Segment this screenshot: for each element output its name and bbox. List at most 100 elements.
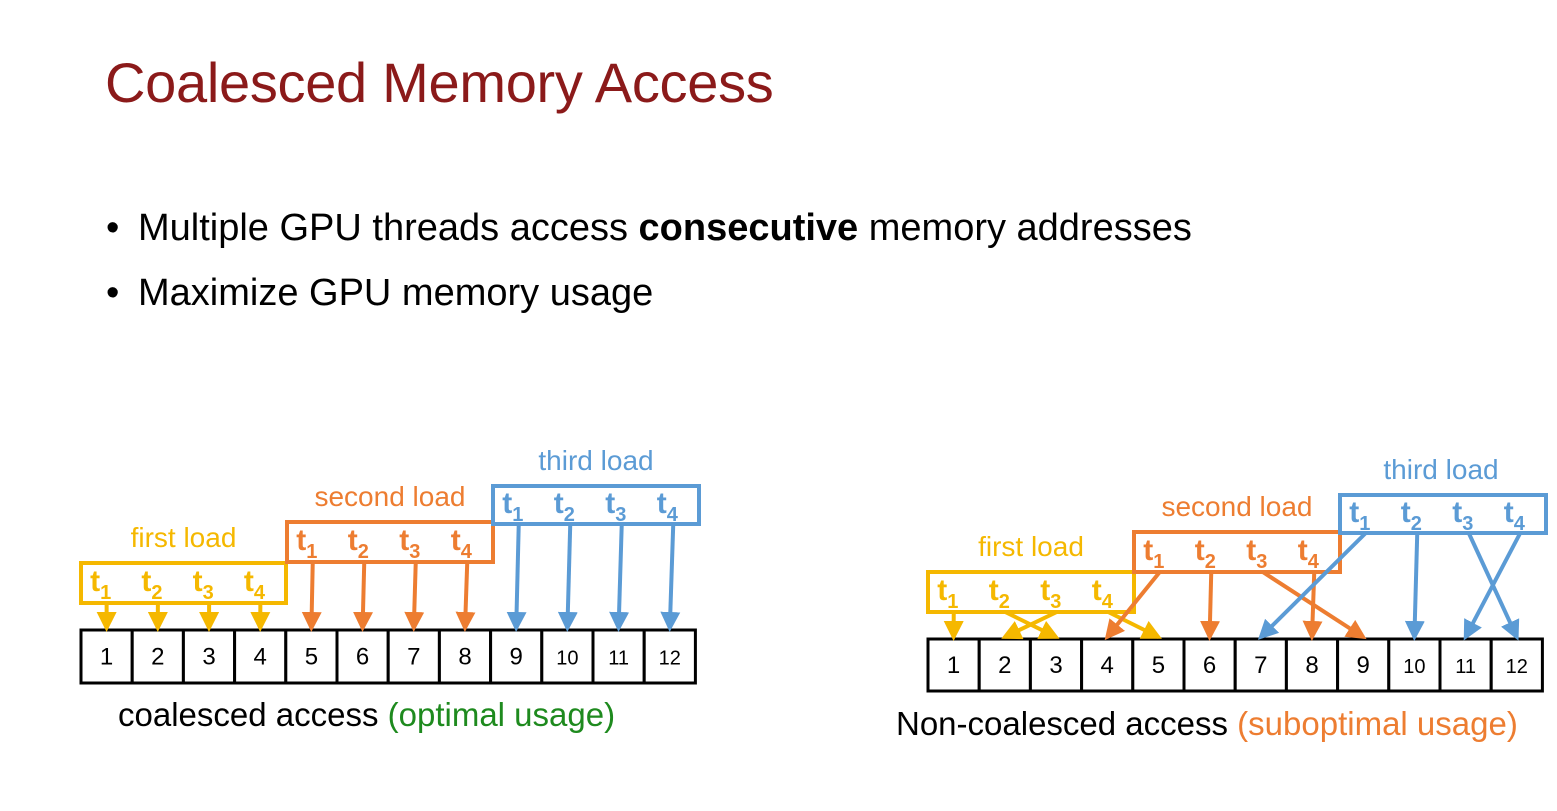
load-label: second load: [1161, 491, 1312, 522]
memory-cell-label: 2: [998, 652, 1011, 679]
thread-index: 4: [1102, 591, 1114, 613]
thread-label: t2: [348, 524, 369, 563]
thread-label: t2: [554, 487, 575, 526]
thread-index: 1: [100, 582, 111, 604]
load-box: [1338, 493, 1548, 535]
memory-cell-label: 5: [1152, 652, 1165, 679]
thread-label: t4: [244, 565, 266, 604]
load-box: [491, 484, 701, 526]
memory-cell-label: 3: [1049, 652, 1062, 679]
thread-index: 3: [409, 541, 420, 563]
thread-label: t1: [90, 565, 111, 604]
memory-cell-label: 7: [1254, 652, 1267, 679]
thread-index: 2: [1205, 551, 1216, 573]
caption-main: Non-coalesced access: [896, 705, 1237, 742]
memory-cell: [386, 628, 441, 685]
thread-index: 1: [512, 504, 523, 526]
access-arrow: [404, 561, 425, 632]
thread-index: 2: [151, 582, 162, 604]
thread-index: 2: [564, 504, 575, 526]
thread-index: 1: [947, 591, 958, 613]
bullet-list: • Multiple GPU threads access consecutive…: [106, 196, 1192, 326]
thread-index: 4: [667, 504, 679, 526]
access-arrow: [1200, 571, 1221, 641]
memory-cell-label: 5: [305, 644, 318, 671]
memory-cell-label: 12: [659, 648, 681, 670]
bullet-bold-text: consecutive: [638, 207, 859, 249]
thread-label: t2: [1401, 496, 1422, 535]
thread-index: 4: [461, 541, 473, 563]
memory-cell-label: 7: [407, 644, 420, 671]
access-arrow: [1404, 532, 1425, 641]
thread-label: t3: [193, 565, 214, 604]
thread-index: 3: [1050, 591, 1061, 613]
thread-label: t1: [502, 487, 523, 526]
memory-cell-label: 6: [1203, 652, 1216, 679]
thread-index: 2: [1411, 513, 1422, 535]
memory-cell-label: 12: [1506, 656, 1528, 678]
memory-cell: [1131, 637, 1186, 693]
access-arrow: [353, 561, 373, 632]
thread-label: t4: [1092, 574, 1114, 613]
thread-label: t2: [1195, 534, 1216, 573]
bullet-text: Multiple GPU threads access: [138, 207, 639, 249]
thread-label: t1: [296, 524, 317, 563]
load-box: [926, 570, 1136, 614]
thread-index: 3: [1256, 551, 1267, 573]
thread-label: t2: [141, 565, 162, 604]
thread-label: t4: [1504, 496, 1526, 535]
thread-index: 4: [1308, 551, 1320, 573]
thread-index: 3: [615, 504, 626, 526]
memory-cell-label: 6: [356, 644, 369, 671]
memory-cell-label: 4: [254, 644, 267, 671]
caption-paren: (optimal usage): [388, 696, 615, 733]
thread-index: 4: [254, 582, 266, 604]
thread-label: t3: [605, 487, 626, 526]
thread-label: t1: [1143, 534, 1164, 573]
memory-cell-label: 2: [151, 644, 164, 671]
thread-label: t1: [937, 574, 958, 613]
thread-index: 1: [1153, 551, 1164, 573]
thread-index: 2: [358, 541, 369, 563]
thread-label: t3: [399, 524, 420, 563]
access-arrow: [557, 523, 578, 632]
thread-label: t3: [1452, 496, 1473, 535]
caption-paren: (suboptimal usage): [1237, 705, 1518, 742]
load-label: third load: [1383, 454, 1498, 485]
thread-label: t4: [451, 524, 473, 563]
load-box: [1132, 530, 1342, 574]
memory-cell-label: 10: [556, 648, 578, 670]
bullet-dot: •: [106, 207, 120, 249]
thread-label: t2: [989, 574, 1010, 613]
bullet-item: •Maximize GPU memory usage: [106, 261, 1192, 326]
caption-main: coalesced access: [118, 696, 388, 733]
load-label: third load: [538, 445, 653, 476]
thread-index: 2: [999, 591, 1010, 613]
thread-label: t4: [657, 487, 679, 526]
load-label: first load: [978, 531, 1084, 562]
access-arrow: [1104, 570, 1162, 641]
memory-cell-label: 9: [510, 644, 523, 671]
memory-cell-label: 3: [202, 644, 215, 671]
memory-cell-label: 4: [1101, 652, 1114, 679]
access-arrow: [609, 523, 630, 632]
memory-cell-label: 1: [100, 644, 113, 671]
access-arrow: [660, 523, 681, 632]
memory-cell-label: 10: [1403, 656, 1425, 678]
bullet-dot: •: [106, 272, 120, 314]
memory-cell: [1182, 637, 1237, 693]
bullet-text-end: memory addresses: [858, 207, 1192, 249]
load-label: second load: [314, 481, 465, 512]
access-arrow: [1463, 532, 1523, 641]
thread-index: 1: [1359, 513, 1370, 535]
thread-label: t1: [1349, 496, 1370, 535]
memory-cell-label: 9: [1357, 652, 1370, 679]
access-arrow: [455, 561, 476, 632]
memory-cell-label: 8: [1305, 652, 1318, 679]
thread-label: t3: [1246, 534, 1267, 573]
memory-cell: [977, 637, 1032, 693]
diagram-caption: coalesced access (optimal usage): [118, 696, 615, 733]
thread-index: 3: [1462, 513, 1473, 535]
